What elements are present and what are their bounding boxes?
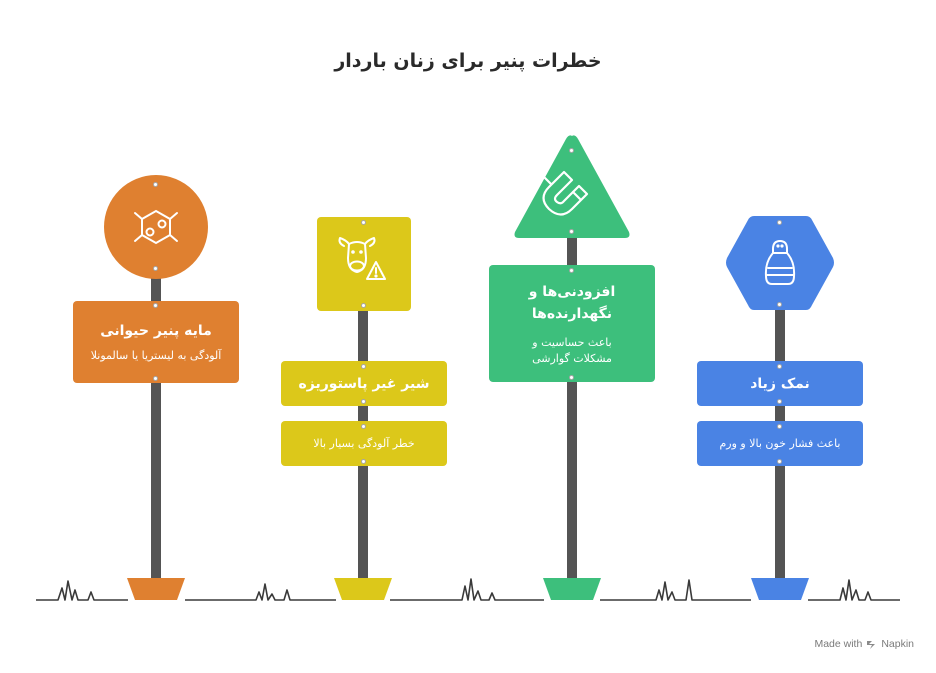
sign-bolt [777, 302, 782, 307]
sign-bolt [153, 182, 158, 187]
sign-bolt [153, 376, 158, 381]
sign-bolt [777, 459, 782, 464]
sign-bolt [777, 424, 782, 429]
sign-bolt [361, 459, 366, 464]
sign-panel-animal-rennet: مایه پنیر حیوانی آلودگی به لیستریا یا سا… [73, 301, 239, 383]
sign-bolt [153, 266, 158, 271]
sign-panel-high-salt-desc: باعث فشار خون بالا و ورم [697, 421, 863, 466]
sign-title: مایه پنیر حیوانی [100, 323, 212, 339]
footer-brand: Napkin [881, 638, 914, 650]
sign-bolt [361, 303, 366, 308]
sign-bolt [361, 220, 366, 225]
sign-description: باعث فشار خون بالا و ورم [719, 436, 841, 450]
sign-bolt [361, 364, 366, 369]
sign-panel-high-salt: نمک زیاد [697, 361, 863, 406]
napkin-logo-icon [867, 640, 876, 649]
sign-description: خطر آلودگی بسیار بالا [313, 436, 415, 450]
sign-bolt [569, 229, 574, 234]
sign-panel-unpasteurized-milk-desc: خطر آلودگی بسیار بالا [281, 421, 447, 466]
sign-bolt [777, 399, 782, 404]
sign-bolt [361, 399, 366, 404]
sign-bolt [777, 364, 782, 369]
sign-title: افزودنی‌ها و نگهدارنده‌ها [528, 283, 616, 322]
sign-bolt [777, 220, 782, 225]
sign-bolt [361, 424, 366, 429]
sign-pole [567, 230, 577, 582]
sign-bolt [569, 268, 574, 273]
sign-description: باعث حساسیت و مشکلات گوارشی [532, 335, 612, 365]
sign-panel-additives: افزودنی‌ها و نگهدارنده‌ها باعث حساسیت و … [489, 265, 655, 382]
sign-pole [151, 270, 161, 582]
sign-bolt [569, 375, 574, 380]
sign-bolt [153, 303, 158, 308]
sign-title: نمک زیاد [750, 375, 810, 392]
sign-description: آلودگی به لیستریا یا سالمونلا [90, 349, 222, 362]
page-title: خطرات پنیر برای زنان باردار [334, 50, 602, 72]
footer-prefix: Made with [814, 638, 863, 650]
napkin-watermark: Made with Napkin [814, 638, 914, 650]
sign-bolt [569, 148, 574, 153]
sign-title: شیر غیر پاستوریزه [298, 375, 430, 392]
